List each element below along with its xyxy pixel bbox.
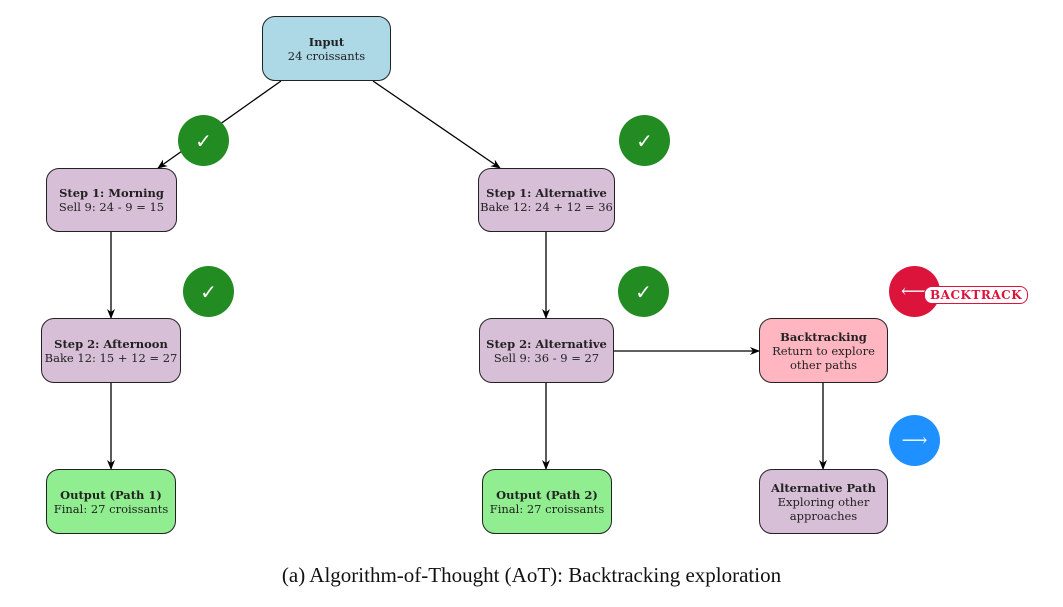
backtrack-arrow-icon: ⟵: [889, 266, 940, 317]
node-step2-afternoon-title: Step 2: Afternoon: [54, 336, 168, 351]
node-input-title: Input: [308, 34, 345, 49]
node-output2: Output (Path 2) Final: 27 croissants: [482, 469, 612, 534]
node-input-text: 24 croissants: [287, 48, 366, 63]
forward-arrow-icon: ⟶: [889, 415, 940, 466]
node-output1-title: Output (Path 1): [60, 487, 162, 502]
node-output2-text: Final: 27 croissants: [489, 501, 605, 516]
check-glyph: ✓: [195, 128, 212, 153]
check-glyph: ✓: [636, 128, 653, 153]
node-step1-alt-title: Step 1: Alternative: [486, 186, 607, 200]
check-glyph: ✓: [635, 279, 652, 304]
node-step2-alt: Step 2: Alternative Sell 9: 36 - 9 = 27: [479, 318, 614, 383]
node-output2-title: Output (Path 2): [496, 487, 598, 502]
node-step2-afternoon: Step 2: Afternoon Bake 12: 15 + 12 = 27: [41, 318, 181, 383]
node-alt-path: Alternative Path Exploring other approac…: [759, 469, 888, 534]
node-output1: Output (Path 1) Final: 27 croissants: [46, 469, 176, 534]
edge-input-step1-alt: [372, 80, 501, 169]
check-icon: ✓: [178, 115, 229, 166]
node-output1-text: Final: 27 croissants: [53, 501, 169, 516]
node-step1-alt: Step 1: Alternative Bake 12: 24 + 12 = 3…: [478, 168, 615, 232]
check-icon: ✓: [183, 266, 234, 317]
node-step1-alt-text: Bake 12: 24 + 12 = 36: [480, 200, 613, 214]
node-step1-morning-text: Sell 9: 24 - 9 = 15: [58, 200, 165, 214]
backtrack-label: BACKTRACK: [924, 286, 1029, 304]
check-glyph: ✓: [200, 279, 217, 304]
node-backtracking-title: Backtracking: [780, 329, 867, 344]
figure-caption: (a) Algorithm-of-Thought (AoT): Backtrac…: [281, 563, 782, 587]
left-arrow-glyph: ⟵: [901, 281, 927, 302]
node-step2-alt-title: Step 2: Alternative: [486, 336, 607, 351]
node-alt-path-text-1: Exploring other: [777, 494, 870, 509]
node-backtracking-text-2: other paths: [789, 357, 858, 372]
node-step2-afternoon-text: Bake 12: 15 + 12 = 27: [44, 350, 178, 365]
node-alt-path-title: Alternative Path: [771, 480, 876, 495]
node-backtracking-text-1: Return to explore: [772, 343, 875, 358]
check-icon: ✓: [618, 266, 669, 317]
check-icon: ✓: [619, 115, 670, 166]
node-input: Input 24 croissants: [262, 16, 391, 81]
node-alt-path-text-2: approaches: [789, 508, 858, 523]
node-step1-morning-title: Step 1: Morning: [59, 186, 164, 200]
right-arrow-glyph: ⟶: [901, 430, 928, 451]
node-step1-morning: Step 1: Morning Sell 9: 24 - 9 = 15: [46, 168, 177, 232]
node-backtracking: Backtracking Return to explore other pat…: [759, 318, 888, 383]
node-step2-alt-text: Sell 9: 36 - 9 = 27: [493, 350, 600, 365]
